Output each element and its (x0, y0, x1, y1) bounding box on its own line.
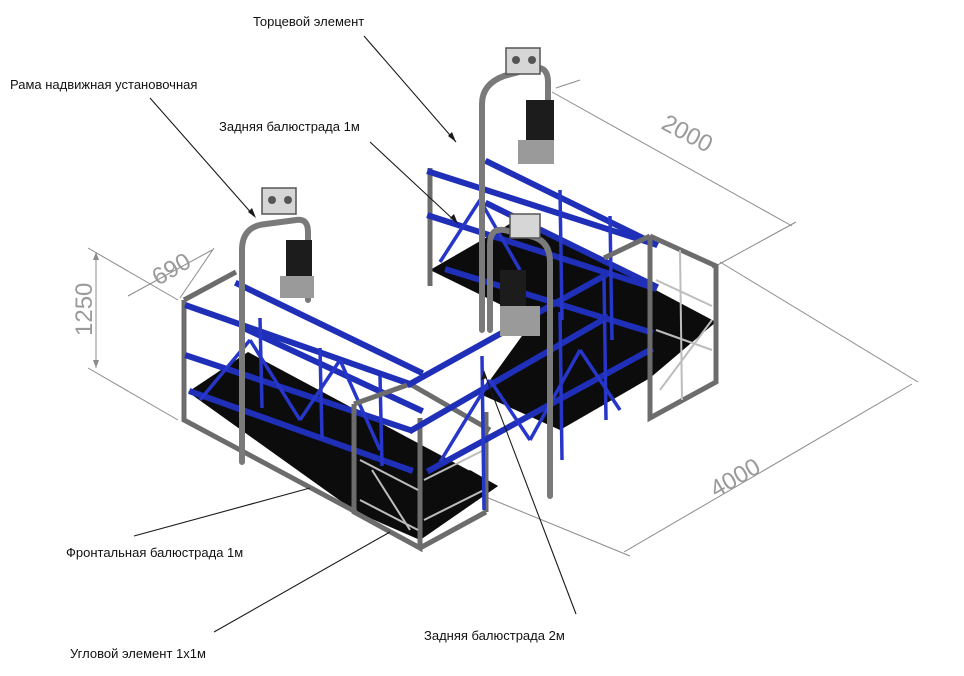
right-end-element (602, 233, 719, 423)
leader-lines (133, 35, 577, 633)
left-wing (181, 269, 425, 515)
dimension-length: 4000 (706, 453, 766, 503)
platform-floor (188, 218, 716, 540)
mounting-frame-middle (487, 213, 553, 499)
label-rear-railing-1m: Задняя балюстрада 1м (219, 119, 360, 134)
dimension-height: 1250 (71, 283, 98, 336)
label-rear-railing-2m: Задняя балюстрада 2м (424, 628, 565, 643)
label-front-railing-1m: Фронтальная балюстрада 1м (66, 545, 243, 560)
label-end-element: Торцевой элемент (253, 14, 364, 29)
dimension-width-back: 2000 (657, 109, 717, 158)
mounting-frame-right (479, 47, 554, 333)
mounting-frame-left (239, 187, 314, 465)
label-mounting-frame: Рама надвижная установочная (10, 77, 197, 92)
dimension-lines (87, 79, 919, 557)
front-railing-2m (405, 271, 655, 511)
label-corner-element: Угловой элемент 1х1м (70, 646, 206, 661)
